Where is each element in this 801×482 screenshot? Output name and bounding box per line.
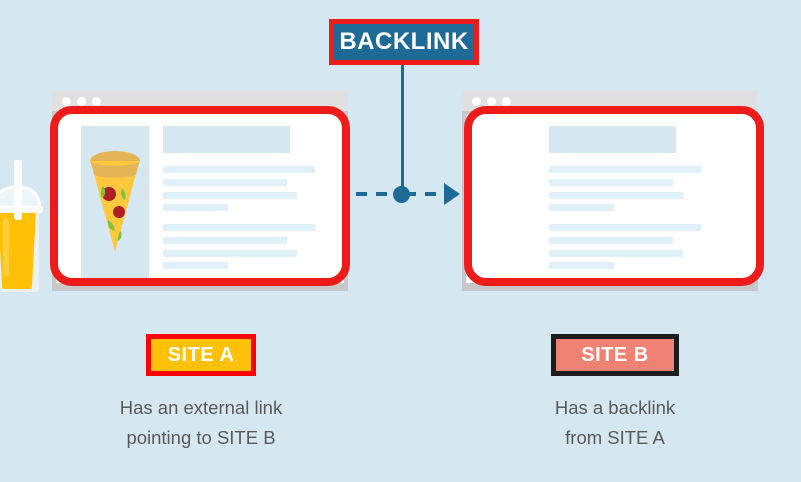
site-b-caption-line-1: Has a backlink — [554, 397, 676, 418]
arrow-right-icon — [444, 183, 460, 205]
site-b-text-line — [549, 224, 701, 231]
window-dot-icon — [77, 97, 86, 106]
site-b-text-line — [549, 262, 614, 269]
site-b-text-line — [549, 179, 673, 186]
site-a-text-line — [163, 192, 297, 199]
window-dots-site-a — [62, 97, 101, 106]
window-dot-icon — [472, 97, 481, 106]
site-b-badge-fill: SITE B — [556, 339, 674, 371]
backlink-label-box: BACKLINK — [329, 19, 479, 65]
site-b-page-content — [472, 114, 756, 278]
site-a-text-line — [163, 204, 228, 211]
connector-dashed-line-right — [405, 192, 446, 196]
site-a-text-line — [163, 250, 297, 257]
window-dot-icon — [487, 97, 496, 106]
site-a-caption-line-1: Has an external link — [119, 397, 283, 418]
site-a-text-line — [163, 224, 315, 231]
window-dot-icon — [62, 97, 71, 106]
connector-dashed-line-left — [356, 192, 400, 196]
backlink-label-inner: BACKLINK — [334, 24, 474, 60]
site-b-text-line — [549, 166, 701, 173]
window-dot-icon — [92, 97, 101, 106]
site-a-heading-block — [163, 126, 290, 153]
highlight-ring-site-b — [464, 106, 764, 286]
connector-vertical-line — [401, 65, 404, 195]
site-b-badge: SITE B — [551, 334, 679, 376]
site-b-text-line — [549, 204, 614, 211]
site-b-heading-block — [549, 126, 676, 153]
site-a-text-line — [163, 179, 287, 186]
highlight-ring-site-a — [50, 106, 350, 286]
site-a-badge-fill: SITE A — [151, 339, 251, 371]
site-a-caption: Has an external link pointing to SITE B — [51, 393, 351, 453]
site-a-badge: SITE A — [146, 334, 256, 376]
site-b-caption: Has a backlink from SITE A — [465, 393, 765, 453]
site-a-text-line — [163, 262, 228, 269]
juice-cup-icon — [0, 160, 43, 292]
site-a-page-content — [58, 114, 342, 278]
window-dot-icon — [502, 97, 511, 106]
window-dots-site-b — [472, 97, 511, 106]
site-b-text-line — [549, 250, 683, 257]
site-a-caption-line-2: pointing to SITE B — [126, 427, 276, 448]
site-b-badge-label: SITE B — [581, 344, 649, 366]
site-a-text-line — [163, 237, 287, 244]
site-b-text-line — [549, 192, 683, 199]
site-b-caption-line-2: from SITE A — [565, 427, 665, 448]
pizza-slice-icon — [90, 151, 140, 252]
site-a-badge-label: SITE A — [167, 344, 235, 366]
backlink-label-text: BACKLINK — [339, 28, 469, 55]
junction-dot-icon — [393, 186, 410, 203]
site-b-text-line — [549, 237, 673, 244]
site-a-text-line — [163, 166, 315, 173]
